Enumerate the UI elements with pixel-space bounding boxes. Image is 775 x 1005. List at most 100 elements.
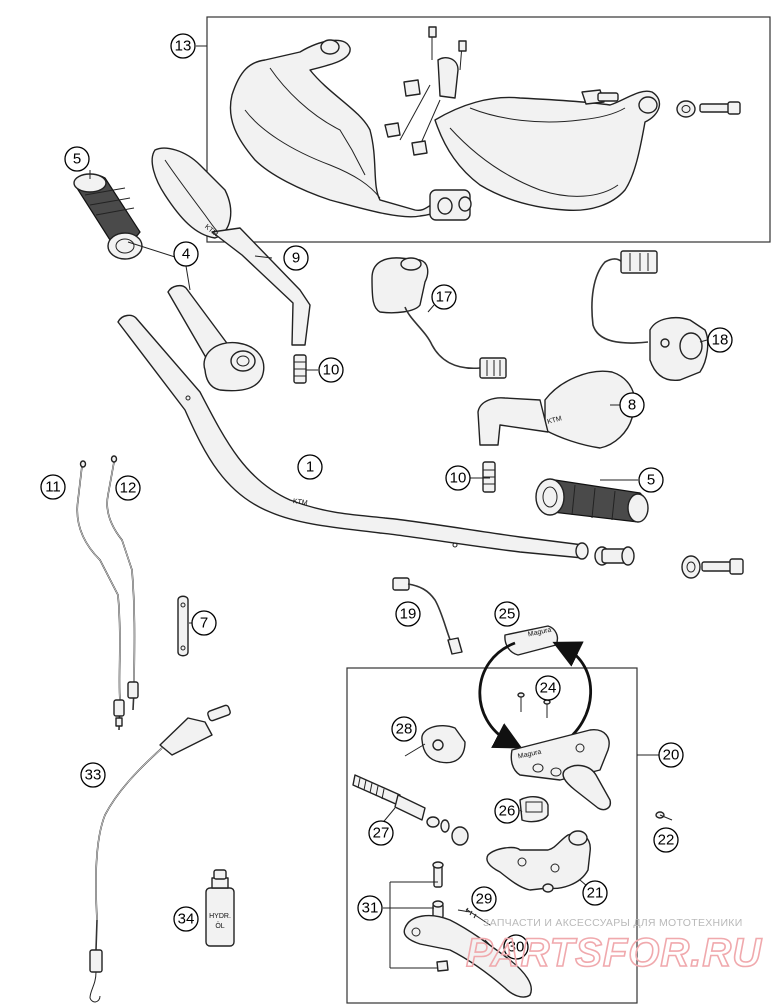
brake-master-cylinder: Magura xyxy=(510,729,612,811)
handguard-mount-clamp xyxy=(384,26,472,221)
oil-bottle-label-2: ÖL xyxy=(215,922,224,930)
switch-right xyxy=(591,250,709,382)
svg-text:31: 31 xyxy=(362,900,379,917)
callout-5-right: 5 xyxy=(638,467,664,493)
speedo-cable xyxy=(89,704,231,1003)
svg-text:Magura: Magura xyxy=(527,627,552,639)
callout-10-left: 10 xyxy=(318,357,344,383)
svg-text:5: 5 xyxy=(73,151,81,168)
reservoir-cap-26 xyxy=(519,796,549,823)
svg-text:25: 25 xyxy=(499,606,516,623)
handlebar-end-bolt xyxy=(681,555,744,579)
svg-text:24: 24 xyxy=(540,680,557,697)
watermark: ЗАПЧАСТИ И АКСЕССУАРЫ ДЛЯ МОТОТЕХНИКИ PA… xyxy=(465,917,762,976)
callout-27: 27 xyxy=(368,820,394,846)
oil-bottle-label-1: HYDR. xyxy=(209,913,231,920)
svg-text:22: 22 xyxy=(658,832,675,849)
svg-text:27: 27 xyxy=(373,825,390,842)
switch-left xyxy=(371,257,507,379)
svg-text:21: 21 xyxy=(587,885,604,902)
handlebar-clamp xyxy=(421,724,466,764)
callout-8: 8 xyxy=(619,392,645,418)
callout-34: 34 xyxy=(173,906,199,932)
hydraulic-oil-bottle: HYDR. ÖL xyxy=(205,869,235,947)
throttle-cable-2 xyxy=(106,455,139,711)
svg-text:7: 7 xyxy=(200,615,208,632)
handguard-bolt-right xyxy=(676,100,741,118)
master-cylinder-body xyxy=(486,830,591,893)
callout-9: 9 xyxy=(283,245,309,271)
reservoir-cover: Magura xyxy=(504,625,559,656)
handguard-left xyxy=(229,39,456,218)
callout-31: 31 xyxy=(357,895,383,921)
svg-text:10: 10 xyxy=(323,362,340,379)
mirror-adapter-left xyxy=(293,354,307,384)
callout-22: 22 xyxy=(653,827,679,853)
callout-21: 21 xyxy=(582,880,608,906)
brake-group-frame xyxy=(346,667,638,1004)
svg-text:9: 9 xyxy=(292,250,300,267)
svg-text:11: 11 xyxy=(45,479,61,496)
mirror-right: KTM xyxy=(477,370,636,449)
svg-text:1: 1 xyxy=(306,459,314,476)
handguard-right xyxy=(434,90,661,212)
svg-text:10: 10 xyxy=(450,470,467,487)
grip-left xyxy=(73,173,143,260)
callout-29: 29 xyxy=(471,886,497,912)
callout-26: 26 xyxy=(494,798,520,824)
callout-25: 25 xyxy=(494,601,520,627)
handguard-bolt-left xyxy=(581,89,619,105)
throttle-cable-1 xyxy=(76,460,125,731)
callout-24: 24 xyxy=(535,675,561,701)
rotation-arrow-left xyxy=(478,641,523,749)
svg-text:KTM: KTM xyxy=(292,498,308,507)
svg-text:17: 17 xyxy=(436,289,453,306)
mirror-left: KTM xyxy=(151,147,311,346)
handguard-group-frame xyxy=(206,16,771,243)
svg-text:34: 34 xyxy=(178,911,195,928)
screw-22 xyxy=(655,811,673,821)
svg-text:19: 19 xyxy=(400,606,417,623)
svg-text:29: 29 xyxy=(476,891,493,908)
svg-text:5: 5 xyxy=(647,472,655,489)
callout-13: 13 xyxy=(170,33,196,59)
callout-4: 4 xyxy=(173,241,199,267)
callout-33: 33 xyxy=(80,762,106,788)
brake-lever xyxy=(403,914,532,998)
svg-text:8: 8 xyxy=(628,397,636,414)
grip-right xyxy=(535,478,649,523)
svg-text:4: 4 xyxy=(182,246,190,263)
callout-30: 30 xyxy=(503,934,529,960)
svg-text:28: 28 xyxy=(396,721,413,738)
callout-12: 12 xyxy=(115,475,141,501)
callout-7: 7 xyxy=(191,610,217,636)
callout-18: 18 xyxy=(707,327,733,353)
watermark-brand: PARTSFOR.RU xyxy=(466,931,762,975)
svg-text:30: 30 xyxy=(508,939,525,956)
svg-text:18: 18 xyxy=(712,332,729,349)
svg-text:20: 20 xyxy=(663,747,680,764)
callout-20: 20 xyxy=(658,742,684,768)
brake-switch-cable xyxy=(392,577,463,655)
handlebar: KTM xyxy=(117,314,589,560)
svg-text:Magura: Magura xyxy=(517,749,542,761)
callout-1: 1 xyxy=(297,454,323,480)
svg-text:KTM: KTM xyxy=(547,415,563,426)
callout-17: 17 xyxy=(431,284,457,310)
callout-11: 11 xyxy=(40,474,66,500)
throttle-tube xyxy=(167,284,265,392)
cable-tie-7 xyxy=(177,595,189,657)
svg-text:13: 13 xyxy=(175,38,192,55)
watermark-subtitle: ЗАПЧАСТИ И АКСЕССУАРЫ ДЛЯ МОТОТЕХНИКИ xyxy=(483,917,743,929)
callout-10-right: 10 xyxy=(445,465,471,491)
callout-28: 28 xyxy=(391,716,417,742)
mirror-adapter-right xyxy=(482,461,496,493)
svg-text:33: 33 xyxy=(85,767,102,784)
callout-5-left: 5 xyxy=(64,146,90,172)
piston-kit xyxy=(352,774,469,846)
svg-text:26: 26 xyxy=(499,803,516,820)
handlebar-end-plug xyxy=(594,546,635,566)
svg-text:12: 12 xyxy=(120,480,137,497)
callout-19: 19 xyxy=(395,601,421,627)
